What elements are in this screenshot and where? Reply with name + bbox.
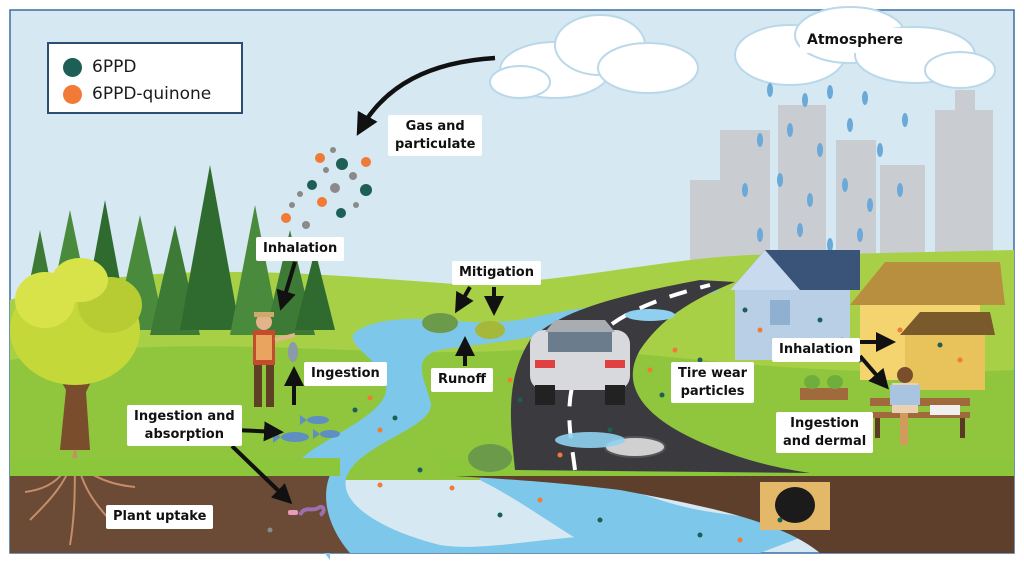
arrow-atmosphere-deposition <box>356 55 496 136</box>
legend-swatch-6ppd-quinone <box>63 84 82 104</box>
bush-right <box>475 321 505 339</box>
cloud-center <box>489 14 699 99</box>
rain-drops <box>742 83 908 252</box>
bench-with-person <box>870 367 970 445</box>
puddle <box>555 432 625 448</box>
arrow-inhalation-left <box>276 261 297 311</box>
particle-cluster <box>281 147 372 229</box>
legend: 6PPD 6PPD-quinone <box>47 42 243 114</box>
arrow-ingestion-absorption <box>234 421 284 442</box>
label-inhalation-left: Inhalation <box>256 237 345 261</box>
grass-strip-left <box>10 458 340 476</box>
worm <box>298 504 326 517</box>
label-mitigation: Mitigation <box>452 261 541 285</box>
label-plant-uptake: Plant uptake <box>106 505 214 529</box>
bush-left <box>422 313 458 333</box>
arrow-plant-uptake <box>230 444 293 505</box>
legend-item-6ppd-quinone: 6PPD-quinone <box>63 84 211 104</box>
legend-label-6ppd: 6PPD <box>92 57 137 77</box>
arrow-mitigation-left <box>455 286 474 314</box>
label-gas-particulate: Gas and particulate <box>388 115 483 157</box>
label-runoff: Runoff <box>431 368 493 392</box>
label-inhalation-right: Inhalation <box>772 338 861 362</box>
bush-road <box>468 444 512 472</box>
label-ingestion-dermal: Ingestion and dermal <box>776 412 874 454</box>
legend-swatch-6ppd <box>63 57 82 77</box>
arrow-ingestion-dermal <box>858 354 889 390</box>
fisherman <box>253 312 298 407</box>
fish <box>273 415 340 443</box>
car <box>530 320 630 405</box>
deciduous-tree <box>10 258 142 450</box>
soil-right <box>440 475 1014 553</box>
culvert-pipe <box>760 482 830 530</box>
label-ingestion-absorption: Ingestion and absorption <box>127 405 242 447</box>
label-tire-wear-particles: Tire wear particles <box>671 362 755 404</box>
label-atmosphere: Atmosphere <box>800 28 910 53</box>
river <box>288 290 720 560</box>
legend-label-6ppd-quinone: 6PPD-quinone <box>92 84 212 104</box>
label-ingestion: Ingestion <box>304 362 387 386</box>
puddle-upper <box>625 309 675 321</box>
legend-item-6ppd: 6PPD <box>63 57 136 77</box>
planter-box <box>800 375 848 400</box>
capsule <box>288 510 298 515</box>
